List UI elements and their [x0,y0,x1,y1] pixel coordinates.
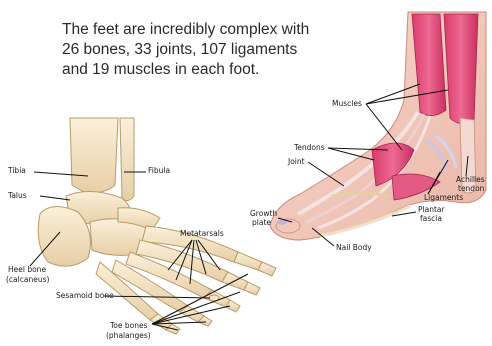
label-calcaneus: (calcaneus) [6,276,49,284]
label-sesamoid-bone: Sesamoid bone [56,292,114,300]
label-tibia: Tibia [8,167,26,175]
label-heel-bone: Heel bone [8,266,46,274]
label-achilles-tendon-line2: tendon [458,185,484,193]
label-metatarsals: Metatarsals [180,230,224,238]
label-ligaments: Ligaments [424,194,463,202]
label-achilles-tendon-line1: Achilles [456,176,485,184]
label-tendons: Tendons [294,144,325,152]
label-toe-bones: Toe bones [110,322,148,330]
muscular-foot [270,12,486,240]
label-plantar-fascia-line2: fascia [420,215,442,223]
skeletal-foot [38,118,276,334]
label-nail-body: Nail Body [336,244,372,252]
label-growth-plate-line2: plate [252,219,271,227]
label-growth-plate-line1: Growth [250,210,277,218]
label-joint: Joint [288,158,305,166]
label-talus: Talus [8,192,27,200]
label-phalanges: (phalanges) [106,332,151,340]
label-plantar-fascia-line1: Plantar [418,206,445,214]
label-muscles: Muscles [332,100,362,108]
label-fibula: Fibula [148,167,170,175]
